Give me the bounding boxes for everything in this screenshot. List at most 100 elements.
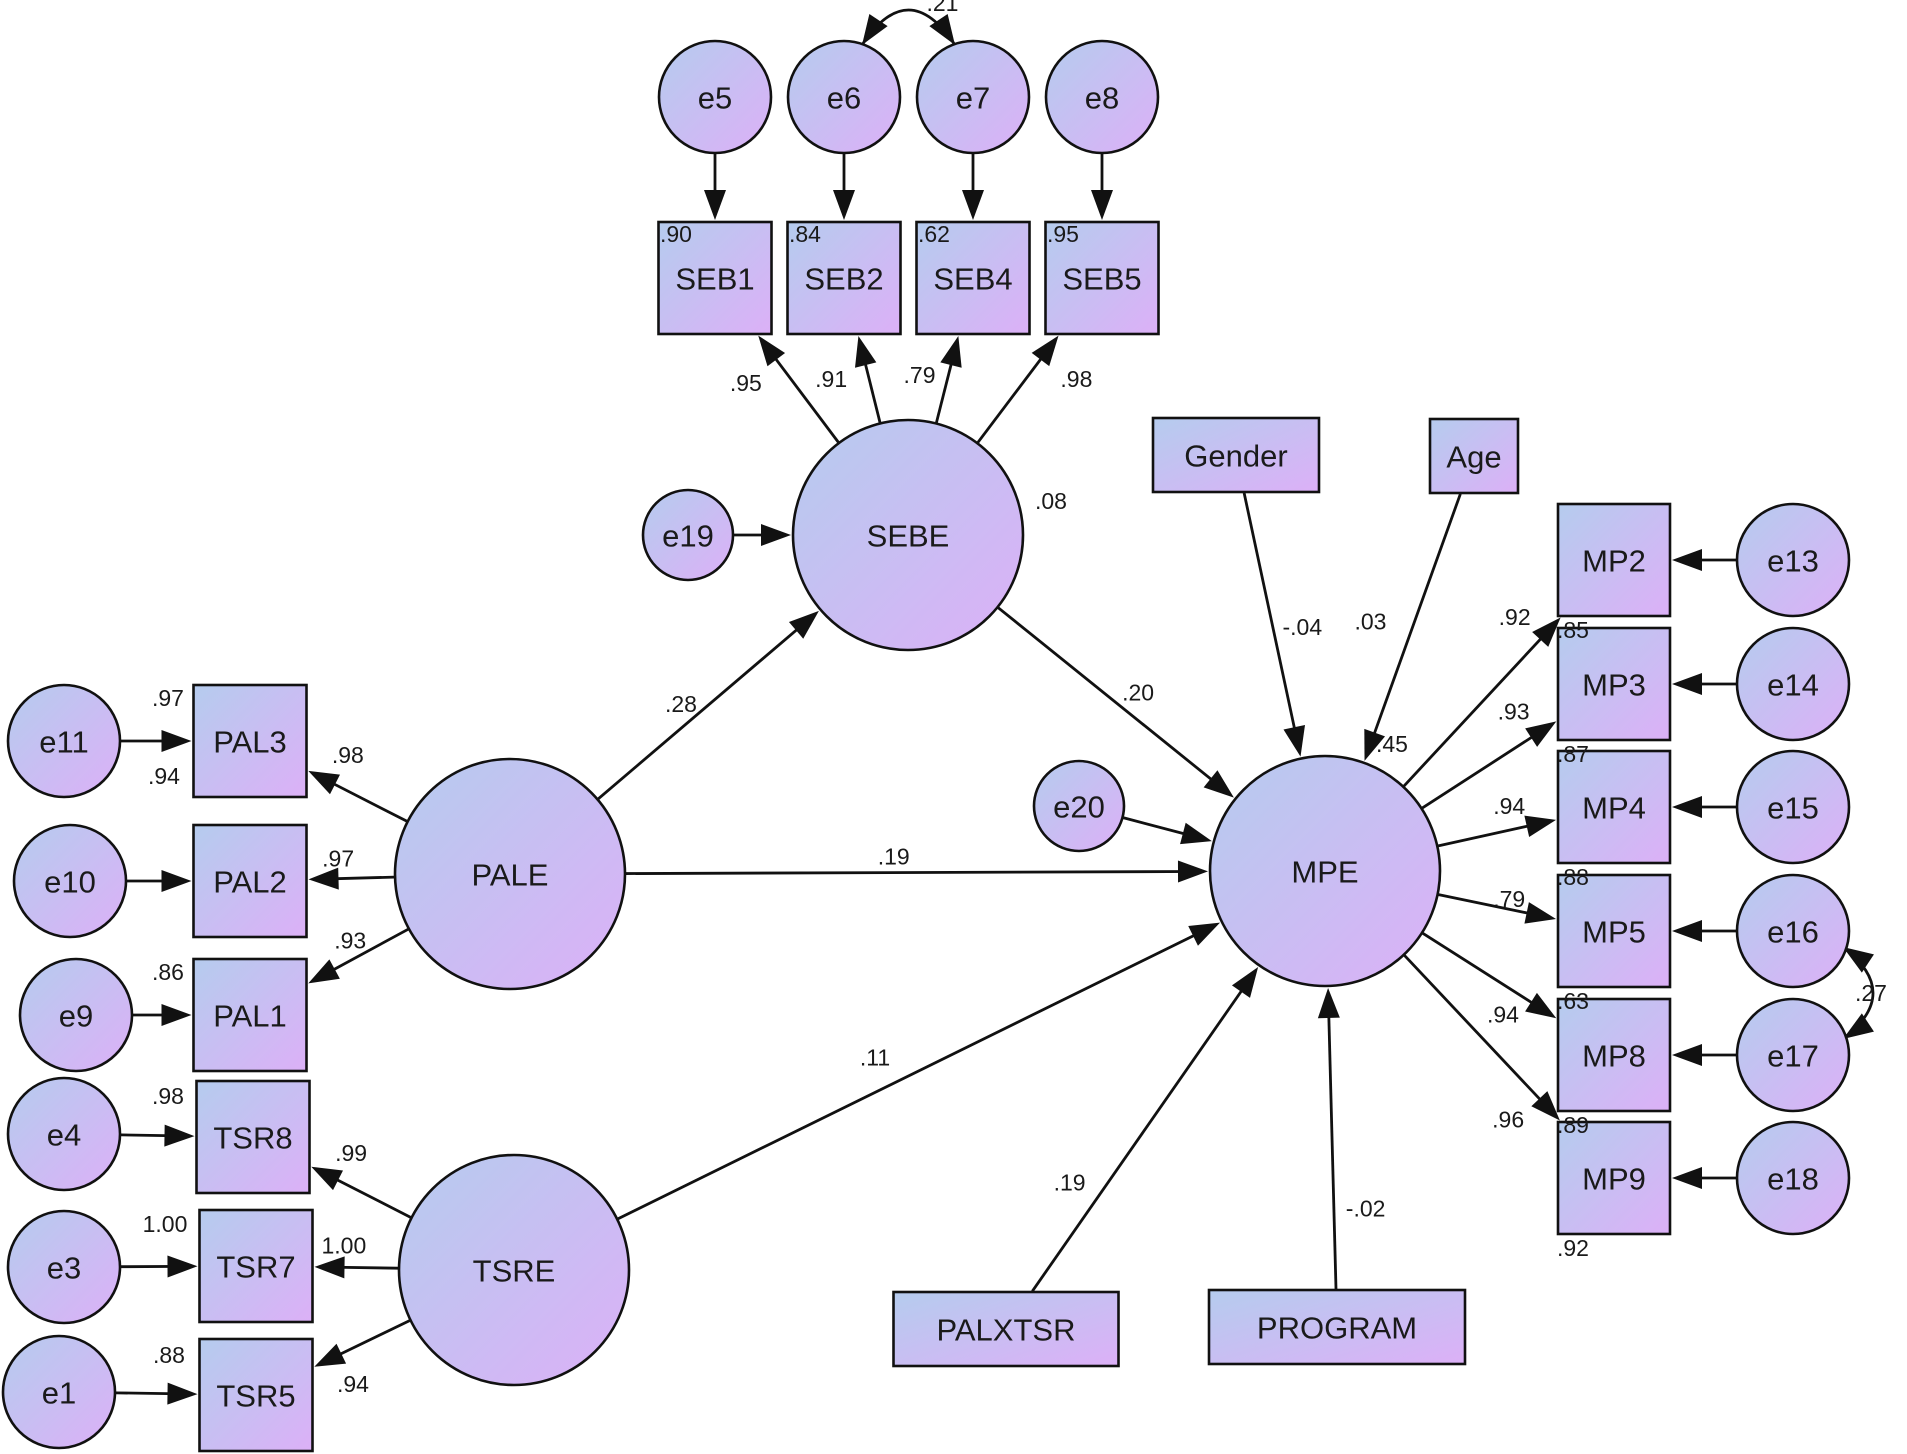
error-node-e20 (1032, 759, 1126, 853)
edge-MPE-to-MP2 (1402, 626, 1553, 787)
observed-node-mp8 (1556, 997, 1672, 1113)
error-node-e17 (1735, 997, 1851, 1113)
r-squared-sebe: .08 (1035, 488, 1067, 514)
node-label-mp5: MP5 (1582, 915, 1646, 950)
observed-node-mp4 (1556, 749, 1672, 865)
arrowhead-e13-to-MP2 (1672, 549, 1702, 571)
error-node-e3 (6, 1209, 122, 1325)
node-label-e10: e10 (44, 865, 96, 900)
arrowhead-e4-to-TSR8 (164, 1124, 195, 1147)
observed-node-pal2 (192, 823, 308, 939)
error-node-e10 (12, 823, 128, 939)
edge-TSRE-to-MPE (617, 927, 1209, 1221)
coef-TSRE-to-TSR7: 1.00 (322, 1232, 367, 1258)
coef-MPE-to-MP4: .94 (1493, 793, 1525, 819)
r-squared-mp8: .89 (1557, 1112, 1589, 1138)
node-label-seb5: SEB5 (1062, 262, 1141, 297)
node-label-mp9: MP9 (1582, 1162, 1646, 1197)
coef-Gender-to-MPE: -.04 (1283, 614, 1323, 640)
node-label-tsr7: TSR7 (216, 1250, 295, 1285)
node-label-e17: e17 (1767, 1039, 1819, 1074)
arrowhead-e16-to-MP5 (1672, 920, 1702, 942)
arrowhead-e18-to-MP9 (1672, 1167, 1702, 1189)
coef-SEBE-to-SEB1: .95 (730, 370, 762, 396)
arrowhead-e11-to-PAL3 (161, 730, 192, 752)
observed-node-age (1428, 417, 1520, 495)
latent-node-mpe (1208, 754, 1442, 988)
coef-PROGRAM-to-MPE: -.02 (1346, 1196, 1386, 1222)
arrowhead-e19-to-SEBE (761, 524, 791, 546)
r-squared-seb5: .95 (1047, 221, 1079, 247)
node-label-e8: e8 (1085, 81, 1119, 116)
coef-Age-to-MPE: .03 (1354, 608, 1386, 634)
node-label-seb2: SEB2 (804, 262, 883, 297)
arrowhead-e6-to-SEB2 (833, 190, 855, 220)
observed-node-mp9 (1556, 1120, 1672, 1236)
error-node-e1 (1, 1334, 117, 1450)
error-node-e11 (6, 683, 122, 799)
arrowhead-PALE-to-PAL1 (308, 959, 340, 984)
node-label-seb4: SEB4 (933, 262, 1012, 297)
arrowhead-e5-to-SEB1 (704, 190, 726, 220)
arrowhead-MPE-to-MP2 (1532, 617, 1561, 647)
latent-node-pale (393, 757, 627, 991)
observed-node-mp5 (1556, 873, 1672, 989)
r-squared-pal1: .86 (152, 959, 184, 985)
arrowhead-SEBE-to-SEB4 (940, 335, 962, 368)
arrowhead-PALXTSR-to-MPE (1231, 967, 1259, 998)
error-node-e16 (1735, 873, 1851, 989)
edge-MPE-to-MP3 (1421, 727, 1546, 810)
coef-MPE-to-MP3: .93 (1498, 698, 1530, 724)
node-label-tsr5: TSR5 (216, 1379, 295, 1414)
node-label-mp2: MP2 (1582, 544, 1646, 579)
arrowhead-PROGRAM-to-MPE (1317, 987, 1340, 1019)
r-squared-pal2: .94 (148, 763, 180, 789)
observed-node-seb4 (915, 220, 1031, 336)
observed-node-seb2 (786, 220, 902, 336)
node-label-e16: e16 (1767, 915, 1819, 950)
error-node-e4 (6, 1076, 122, 1192)
arrowhead-SEBE-to-SEB2 (855, 335, 877, 368)
arrowhead-PALE-to-MPE (1177, 860, 1209, 883)
r-squared-mpe: .45 (1376, 731, 1408, 757)
arrowhead-MPE-to-MP3 (1525, 721, 1557, 747)
arrowhead-MPE-to-MP5 (1524, 902, 1557, 924)
node-label-e13: e13 (1767, 544, 1819, 579)
error-node-e8 (1044, 39, 1160, 155)
observed-node-mp3 (1556, 626, 1672, 742)
arrowhead-TSRE-to-TSR5 (314, 1343, 347, 1367)
observed-node-tsr7 (198, 1208, 314, 1324)
node-label-gender: Gender (1184, 439, 1287, 474)
node-label-e18: e18 (1767, 1162, 1819, 1197)
covariance-head-e17 (1843, 1013, 1874, 1039)
edge-MPE-to-MP9 (1403, 954, 1552, 1112)
coef-MPE-to-MP9: .96 (1492, 1106, 1524, 1132)
arrowhead-MPE-to-MP9 (1531, 1091, 1560, 1121)
node-label-e11: e11 (39, 725, 88, 760)
arrowhead-e8-to-SEB5 (1091, 190, 1113, 220)
arrowhead-Gender-to-MPE (1283, 724, 1306, 757)
edge-SEBE-to-MPE (997, 606, 1224, 790)
error-node-e14 (1735, 626, 1851, 742)
node-label-e15: e15 (1767, 791, 1819, 826)
edge-MPE-to-MP5 (1438, 893, 1543, 918)
coef-MPE-to-MP2: .92 (1499, 604, 1531, 630)
edge-PALE-to-SEBE (597, 618, 810, 800)
r-squared-mp3: .87 (1557, 741, 1589, 767)
coef-PALE-to-PAL3: .98 (332, 742, 364, 768)
node-label-e1: e1 (42, 1376, 76, 1411)
edge-SEBE-to-SEB1 (765, 345, 840, 444)
node-label-pal2: PAL2 (213, 865, 287, 900)
node-label-e6: e6 (827, 81, 861, 116)
arrowhead-e9-to-PAL1 (161, 1004, 192, 1026)
node-label-sebe: SEBE (867, 519, 950, 554)
arrowhead-SEBE-to-SEB5 (1031, 335, 1059, 367)
r-squared-mp5: .63 (1557, 988, 1589, 1014)
r-squared-mp4: .88 (1557, 864, 1589, 890)
r-squared-mp9: .92 (1557, 1235, 1589, 1261)
coef-MPE-to-MP8: .94 (1487, 1002, 1519, 1028)
observed-node-tsr8 (195, 1079, 311, 1195)
error-node-e6 (786, 39, 902, 155)
arrowhead-SEBE-to-MPE (1203, 770, 1234, 798)
